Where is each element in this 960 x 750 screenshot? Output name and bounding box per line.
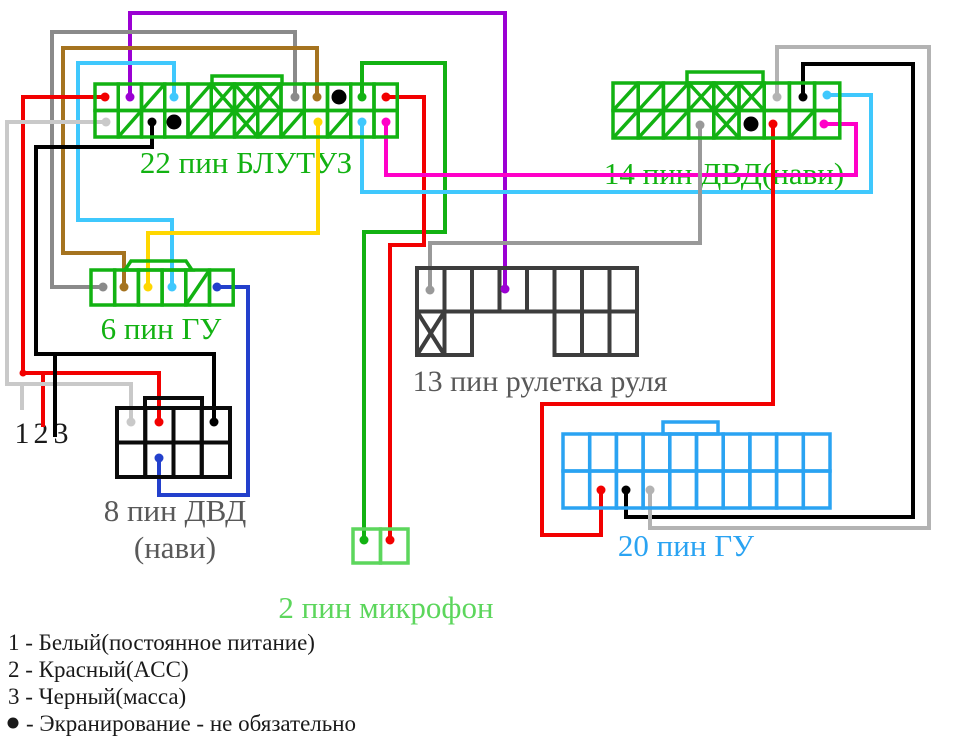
- pin-dot: [425, 285, 435, 295]
- pin-dot: [154, 417, 164, 427]
- legend-item-black: 3 - Черный(масса): [8, 684, 186, 709]
- pin-dot: [381, 117, 391, 127]
- connector-dvd-8pin: [115, 396, 232, 479]
- pin-dot: [772, 92, 782, 102]
- pin-dot: [143, 282, 153, 292]
- shield-dot: [743, 116, 759, 132]
- wire-purple-bluetooth-to-steering: [128, 11, 507, 289]
- pins-layer: [19, 89, 832, 545]
- pin-dot: [154, 453, 164, 463]
- pin-dot: [500, 284, 510, 294]
- label-dvd-8pin-line2: (нави): [134, 530, 216, 565]
- wire-magenta-dvd14-to-bluetooth: [384, 122, 858, 177]
- wire-black-dvd14-to-gu20: [624, 62, 915, 519]
- pin-dot: [167, 282, 177, 292]
- legend-item-shield: - Экранирование - не обязательно: [26, 711, 356, 736]
- wire-red-bluetooth-to-mic: [386, 95, 426, 540]
- connector-gu-6pin: [89, 259, 235, 307]
- wire-end-label-1: 1: [15, 417, 30, 450]
- pin-dot: [169, 92, 179, 102]
- pin-dot: [385, 535, 395, 545]
- pin-dot: [126, 417, 136, 427]
- pin-dot: [100, 92, 110, 102]
- wire-gray-dvd14-to-gu20: [648, 45, 931, 530]
- pin-dot: [147, 117, 157, 127]
- pin-dot: [357, 117, 367, 127]
- pin-dot: [359, 535, 369, 545]
- pin-dot: [209, 417, 219, 427]
- connectors-layer: [89, 70, 842, 565]
- label-mic-2pin: 2 пин микрофон: [278, 590, 493, 625]
- connector-gu-20pin: [561, 420, 832, 510]
- wires-layer: [5, 11, 931, 540]
- wire-end-label-3: 3: [54, 417, 69, 450]
- wire-brown-bluetooth-to-gu6: [61, 46, 319, 287]
- label-steering-13pin: 13 пин рулетка руля: [413, 365, 668, 398]
- label-dvd-8pin-line1: 8 пин ДВД: [104, 493, 247, 528]
- label-gu-20pin: 20 пин ГУ: [618, 528, 754, 563]
- pin-dot: [596, 485, 606, 495]
- wire-gray-steering-to-dvd14: [428, 125, 702, 290]
- junction-dot: [19, 369, 27, 377]
- pin-dot: [645, 485, 655, 495]
- pin-dot: [312, 92, 322, 102]
- wire-blue-gu6-to-dvd8: [157, 285, 250, 497]
- pin-dot: [357, 92, 367, 102]
- shield-dot: [166, 114, 182, 130]
- pin-dot: [98, 282, 108, 292]
- pin-dot: [819, 119, 829, 129]
- labels-layer: 22 пин БЛУТУЗ 14 пин ДВД(нави) 6 пин ГУ …: [7, 145, 844, 736]
- pin-dot: [695, 120, 705, 130]
- wire-white-bluetooth-to-dvd8: [5, 120, 133, 422]
- label-gu-6pin: 6 пин ГУ: [101, 311, 222, 346]
- legend-shield-dot: [7, 717, 19, 729]
- pin-dot: [101, 117, 111, 127]
- wire-gray-bluetooth-to-gu6: [50, 30, 297, 289]
- legend-item-white: 1 - Белый(постоянное питание): [8, 630, 315, 655]
- pin-dot: [798, 92, 808, 102]
- connector-bluetooth-22pin: [93, 74, 399, 139]
- label-bluetooth-22pin: 22 пин БЛУТУЗ: [140, 145, 352, 180]
- connector-steering-13pin: [415, 266, 639, 357]
- shield-dot: [331, 89, 347, 105]
- wire-green-bluetooth-to-mic: [360, 61, 447, 540]
- pin-dot: [621, 485, 631, 495]
- wire-cyan-dvd14-to-bluetooth: [360, 93, 873, 194]
- connector-mic-2pin: [351, 527, 410, 565]
- pin-dot: [290, 92, 300, 102]
- connector-dvd-14pin: [611, 70, 842, 140]
- pin-dot: [125, 92, 135, 102]
- wire-black-bluetooth-to-dvd8: [34, 122, 216, 422]
- pin-dot: [313, 117, 323, 127]
- wire-red-dvd14-to-gu20: [540, 124, 775, 537]
- legend-item-red: 2 - Красный(ACC): [8, 657, 189, 682]
- pin-dot: [822, 90, 832, 100]
- pin-dot: [381, 92, 391, 102]
- pin-dot: [212, 282, 222, 292]
- pin-dot: [119, 282, 129, 292]
- pin-dot: [768, 119, 778, 129]
